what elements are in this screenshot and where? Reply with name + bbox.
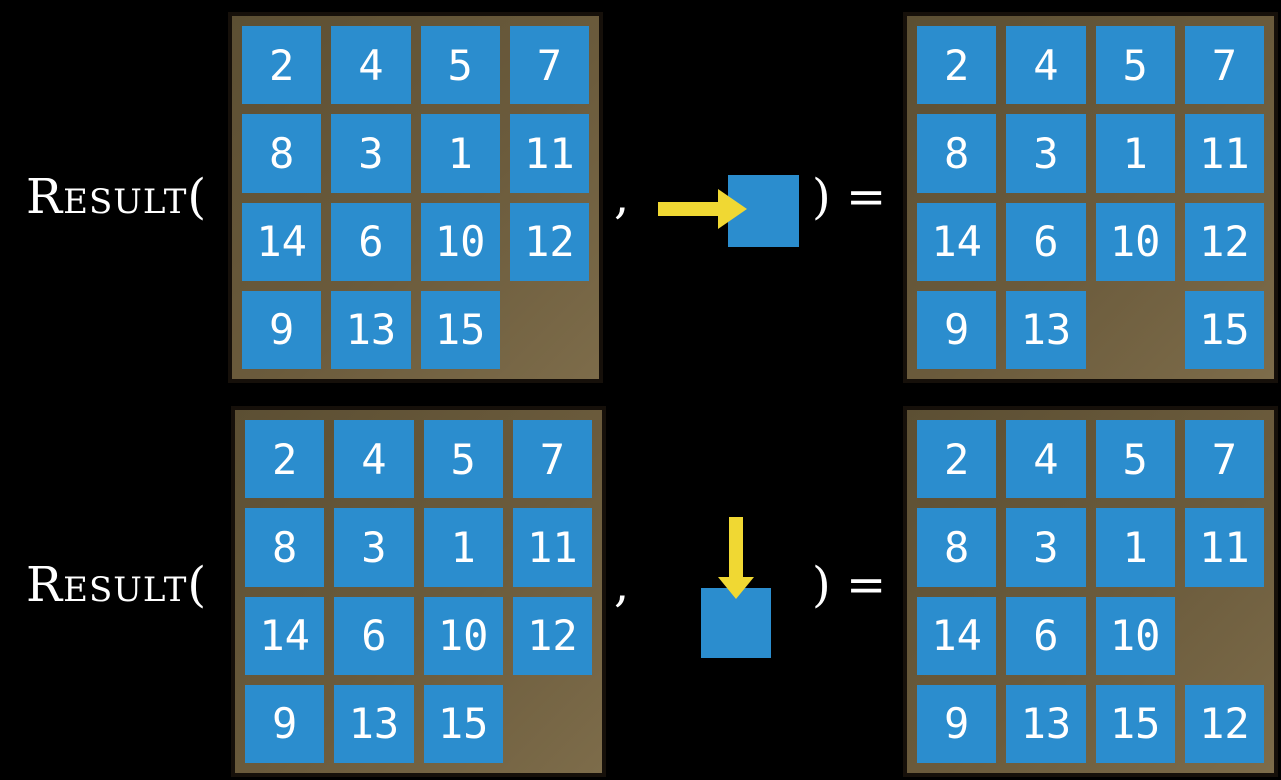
puzzle-tile: 13 <box>1006 290 1086 369</box>
puzzle-tile: 14 <box>245 596 325 675</box>
puzzle-tile: 4 <box>1006 420 1086 499</box>
puzzle-tile: 8 <box>245 508 325 587</box>
puzzle-tile: 8 <box>917 114 997 193</box>
puzzle-tile: 5 <box>1095 420 1175 499</box>
puzzle-tile: 12 <box>1184 684 1264 763</box>
puzzle-tile: 6 <box>1006 596 1086 675</box>
puzzle-tile: 6 <box>334 596 414 675</box>
empty-cell <box>1096 291 1175 369</box>
comma-separator: , <box>614 169 630 225</box>
puzzle-tile: 5 <box>420 26 500 105</box>
puzzle-tile: 7 <box>509 26 589 105</box>
puzzle-tile: 2 <box>917 26 997 105</box>
puzzle-tile: 2 <box>245 420 325 499</box>
puzzle-tile: 9 <box>917 684 997 763</box>
puzzle-tile: 4 <box>331 26 411 105</box>
puzzle-tile: 11 <box>509 114 589 193</box>
puzzle-tile: 15 <box>1095 684 1175 763</box>
puzzle-tile: 5 <box>423 420 503 499</box>
puzzle-tile: 3 <box>1006 114 1086 193</box>
close-paren-equals-label: ) = <box>812 557 887 613</box>
puzzle-tile: 1 <box>1095 508 1175 587</box>
puzzle-tile: 4 <box>1006 26 1086 105</box>
tile-icon <box>701 588 771 658</box>
puzzle-tile: 7 <box>1184 26 1264 105</box>
puzzle-tile: 9 <box>917 290 997 369</box>
arrow-down-icon <box>718 517 754 599</box>
puzzle-tile: 6 <box>331 202 411 281</box>
arrow-right-icon <box>658 189 748 229</box>
puzzle-tile: 11 <box>1184 114 1264 193</box>
puzzle-tile: 3 <box>331 114 411 193</box>
puzzle-tile: 15 <box>420 290 500 369</box>
puzzle-tile: 3 <box>1006 508 1086 587</box>
puzzle-tile: 7 <box>512 420 592 499</box>
arrow-head <box>718 577 754 599</box>
puzzle-tile: 9 <box>245 684 325 763</box>
comma-separator: , <box>614 557 630 613</box>
puzzle-tile: 11 <box>512 508 592 587</box>
puzzle-tile: 1 <box>423 508 503 587</box>
function-label: Result( <box>26 169 208 225</box>
puzzle-tile: 8 <box>917 508 997 587</box>
puzzle-tile: 14 <box>917 202 997 281</box>
puzzle-tile: 6 <box>1006 202 1086 281</box>
puzzle-tile: 14 <box>917 596 997 675</box>
puzzle-tile: 10 <box>420 202 500 281</box>
puzzle-tile: 9 <box>242 290 322 369</box>
arrow-shaft <box>729 517 743 579</box>
puzzle-tile: 2 <box>242 26 322 105</box>
puzzle-tile: 3 <box>334 508 414 587</box>
puzzle-tile: 12 <box>509 202 589 281</box>
puzzle-tile: 15 <box>423 684 503 763</box>
function-label: Result( <box>26 557 208 613</box>
empty-cell <box>510 291 589 369</box>
puzzle-tile: 4 <box>334 420 414 499</box>
close-paren-equals-label: ) = <box>812 169 887 225</box>
puzzle-tile: 10 <box>423 596 503 675</box>
puzzle-tile: 1 <box>420 114 500 193</box>
arrow-shaft <box>658 202 720 216</box>
puzzle-tile: 7 <box>1184 420 1264 499</box>
puzzle-tile: 15 <box>1184 290 1264 369</box>
puzzle-tile: 14 <box>242 202 322 281</box>
puzzle-tile: 11 <box>1184 508 1264 587</box>
puzzle-tile: 10 <box>1095 202 1175 281</box>
puzzle-tile: 12 <box>512 596 592 675</box>
puzzle-tile: 2 <box>917 420 997 499</box>
arrow-head <box>718 189 747 229</box>
puzzle-tile: 5 <box>1095 26 1175 105</box>
puzzle-tile: 8 <box>242 114 322 193</box>
empty-cell <box>513 685 592 763</box>
puzzle-tile: 13 <box>334 684 414 763</box>
puzzle-tile: 12 <box>1184 202 1264 281</box>
puzzle-tile: 13 <box>331 290 411 369</box>
empty-cell <box>1185 597 1264 675</box>
puzzle-tile: 1 <box>1095 114 1175 193</box>
puzzle-tile: 13 <box>1006 684 1086 763</box>
puzzle-tile: 10 <box>1095 596 1175 675</box>
